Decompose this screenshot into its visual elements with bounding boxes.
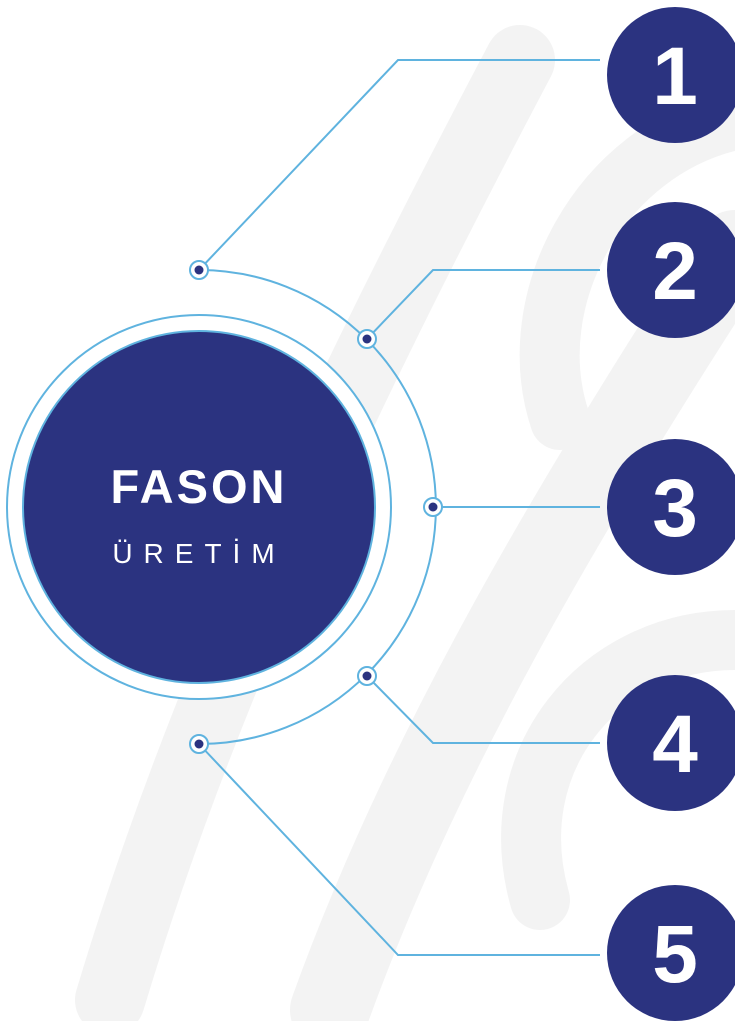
step-badge-1: 1 <box>607 7 735 143</box>
step-badge-4: 4 <box>607 675 735 811</box>
step-number-2: 2 <box>652 226 698 317</box>
node-dot-3 <box>423 497 443 517</box>
connector-4 <box>366 675 600 744</box>
step-number-4: 4 <box>652 699 698 790</box>
watermark-stroke <box>290 210 735 1021</box>
watermark-stroke <box>501 610 735 930</box>
step-number-3: 3 <box>652 463 698 554</box>
step-badge-3: 3 <box>607 439 735 575</box>
connector-5 <box>198 743 600 956</box>
node-dots <box>189 260 443 754</box>
center-disc <box>22 330 376 684</box>
step-badge-2: 2 <box>607 202 735 338</box>
connectors <box>198 59 600 956</box>
step-badges: 1 2 3 4 5 <box>607 7 735 1021</box>
node-dot-2 <box>357 329 377 349</box>
node-dot-1 <box>189 260 209 280</box>
node-dot-5 <box>189 734 209 754</box>
step-number-1: 1 <box>652 31 698 122</box>
connector-1 <box>198 59 600 271</box>
step-badge-5: 5 <box>607 885 735 1021</box>
step-number-5: 5 <box>652 909 698 1000</box>
center-node: FASON ÜRETİM <box>6 314 392 700</box>
connector-2 <box>366 269 600 340</box>
node-dot-4 <box>357 666 377 686</box>
center-subtitle: ÜRETİM <box>112 538 285 569</box>
center-title: FASON <box>111 460 288 513</box>
